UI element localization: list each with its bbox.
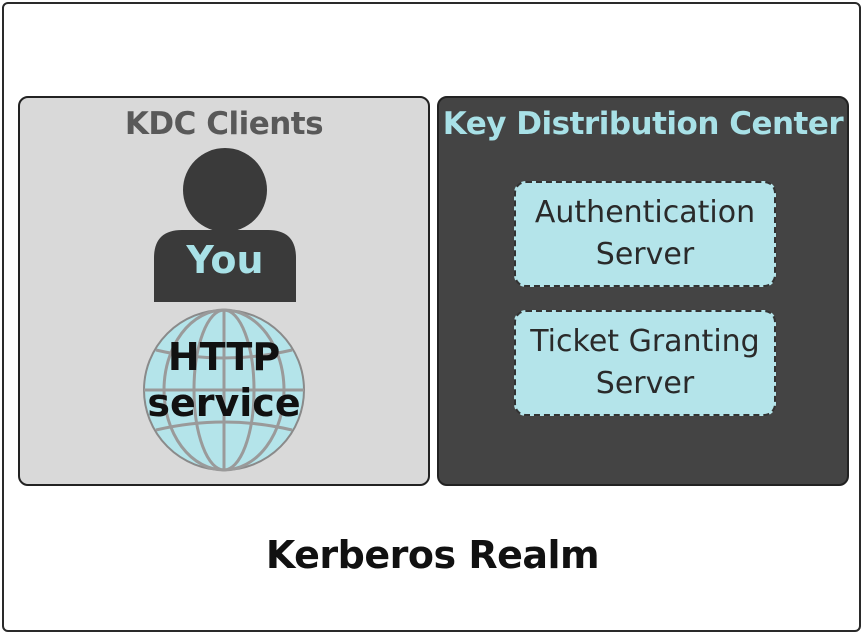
kdc-title: Key Distribution Center — [442, 106, 844, 142]
ticket-granting-server-line2: Server — [595, 366, 695, 401]
kdc-clients-title: KDC Clients — [124, 106, 324, 142]
authentication-server-box: Authentication Server — [514, 181, 776, 287]
kdc-panel: Key Distribution Center Authentication S… — [437, 96, 849, 486]
ticket-granting-server-line1: Ticket Granting — [530, 324, 760, 359]
http-service-label: HTTP service — [124, 334, 324, 426]
user-icon — [154, 148, 296, 302]
http-service-line2: service — [147, 381, 301, 425]
ticket-granting-server-box: Ticket Granting Server — [514, 310, 776, 416]
authentication-server-line2: Server — [595, 237, 695, 272]
globe-icon — [143, 308, 305, 472]
authentication-server-line1: Authentication — [534, 195, 756, 230]
you-label: You — [186, 238, 264, 282]
realm-label: Kerberos Realm — [265, 533, 600, 577]
kdc-clients-panel: KDC Clients You HTTP service — [18, 96, 430, 486]
http-service-line1: HTTP — [167, 335, 281, 379]
